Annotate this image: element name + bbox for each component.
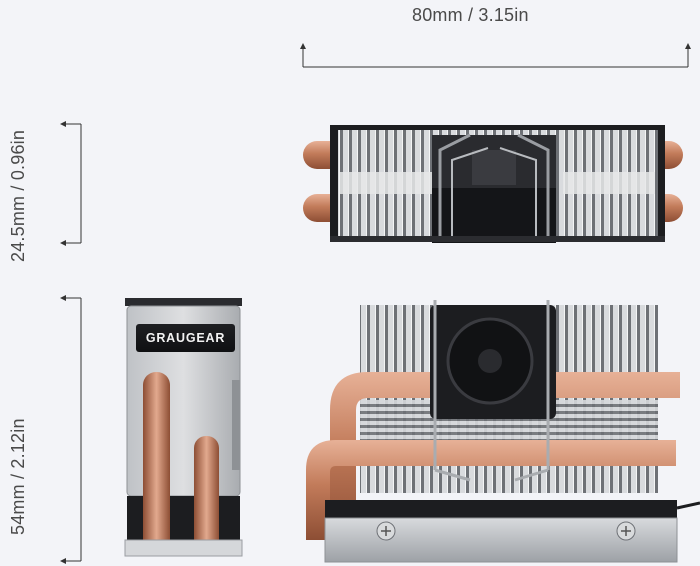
dimension-depth-label: 54mm / 2.12in [8,418,28,535]
arrow-up-icon [685,43,691,49]
heatsink-side-view [303,125,683,243]
arrow-left-icon [60,121,66,127]
arrow-left-icon [60,295,66,301]
heatsink-front-view [306,300,700,563]
dimension-width-label: 80mm / 3.15in [412,5,529,25]
dimension-height-line [65,123,82,244]
dimension-depth-line [65,297,82,562]
arrow-left-icon [60,240,66,246]
arrow-up-icon [300,43,306,49]
dimension-width-line [302,48,689,68]
heatsink-end-view [124,298,243,557]
arrow-left-icon [60,558,66,564]
dimension-height-label: 24.5mm / 0.96in [8,129,28,262]
brand-logo: GRAUGEAR [136,324,235,352]
